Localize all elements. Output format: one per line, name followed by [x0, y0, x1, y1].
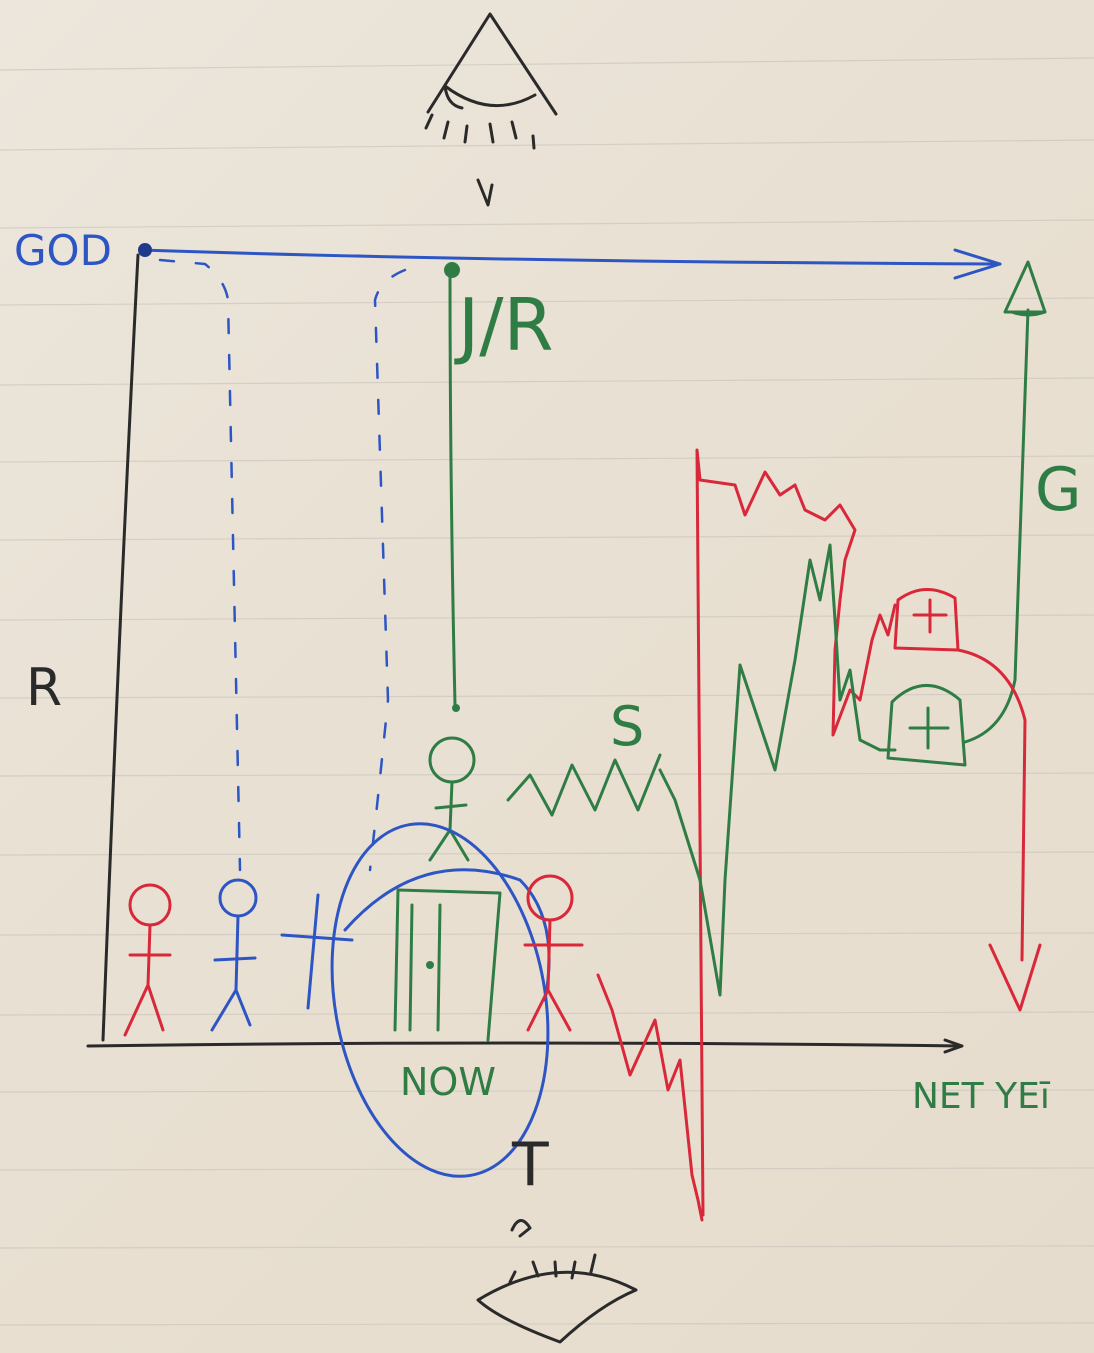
g-label: G: [1035, 455, 1082, 525]
zigzag-s: [506, 753, 662, 817]
tombstone-green-icon: [886, 684, 967, 767]
red-figure-right: [523, 874, 584, 1032]
red-down-line: [956, 648, 1042, 1012]
jr-end-dot: [452, 704, 460, 712]
god-dot: [138, 243, 152, 257]
god-label: GOD: [14, 226, 112, 275]
green-jagged-line: [658, 543, 897, 997]
s-label: S: [610, 695, 644, 758]
god-timeline-line: [138, 248, 1002, 280]
jr-dot: [444, 262, 460, 278]
eye-bottom-icon: [476, 1219, 638, 1344]
t-axis-label: T: [511, 1130, 549, 1200]
dashed-lines: [158, 258, 407, 872]
now-label: NOW: [400, 1060, 496, 1104]
door-dot: [426, 961, 434, 969]
not-yet-label: NET YEī: [912, 1076, 1051, 1117]
cross-icon: [280, 893, 354, 1010]
jr-label: J/R: [454, 283, 554, 367]
tombstone-red-icon: [893, 588, 960, 652]
eye-top-icon: [424, 12, 558, 207]
red-jagged-line: [596, 448, 897, 1222]
axes: [86, 253, 964, 1054]
jesus-figure: [428, 736, 476, 862]
r-axis-label: R: [26, 658, 62, 718]
red-figure-left: [123, 883, 172, 1037]
jr-line: [448, 273, 457, 707]
blue-figure: [210, 878, 258, 1032]
door-rectangle: [393, 888, 502, 1042]
green-up-line: [963, 260, 1047, 744]
